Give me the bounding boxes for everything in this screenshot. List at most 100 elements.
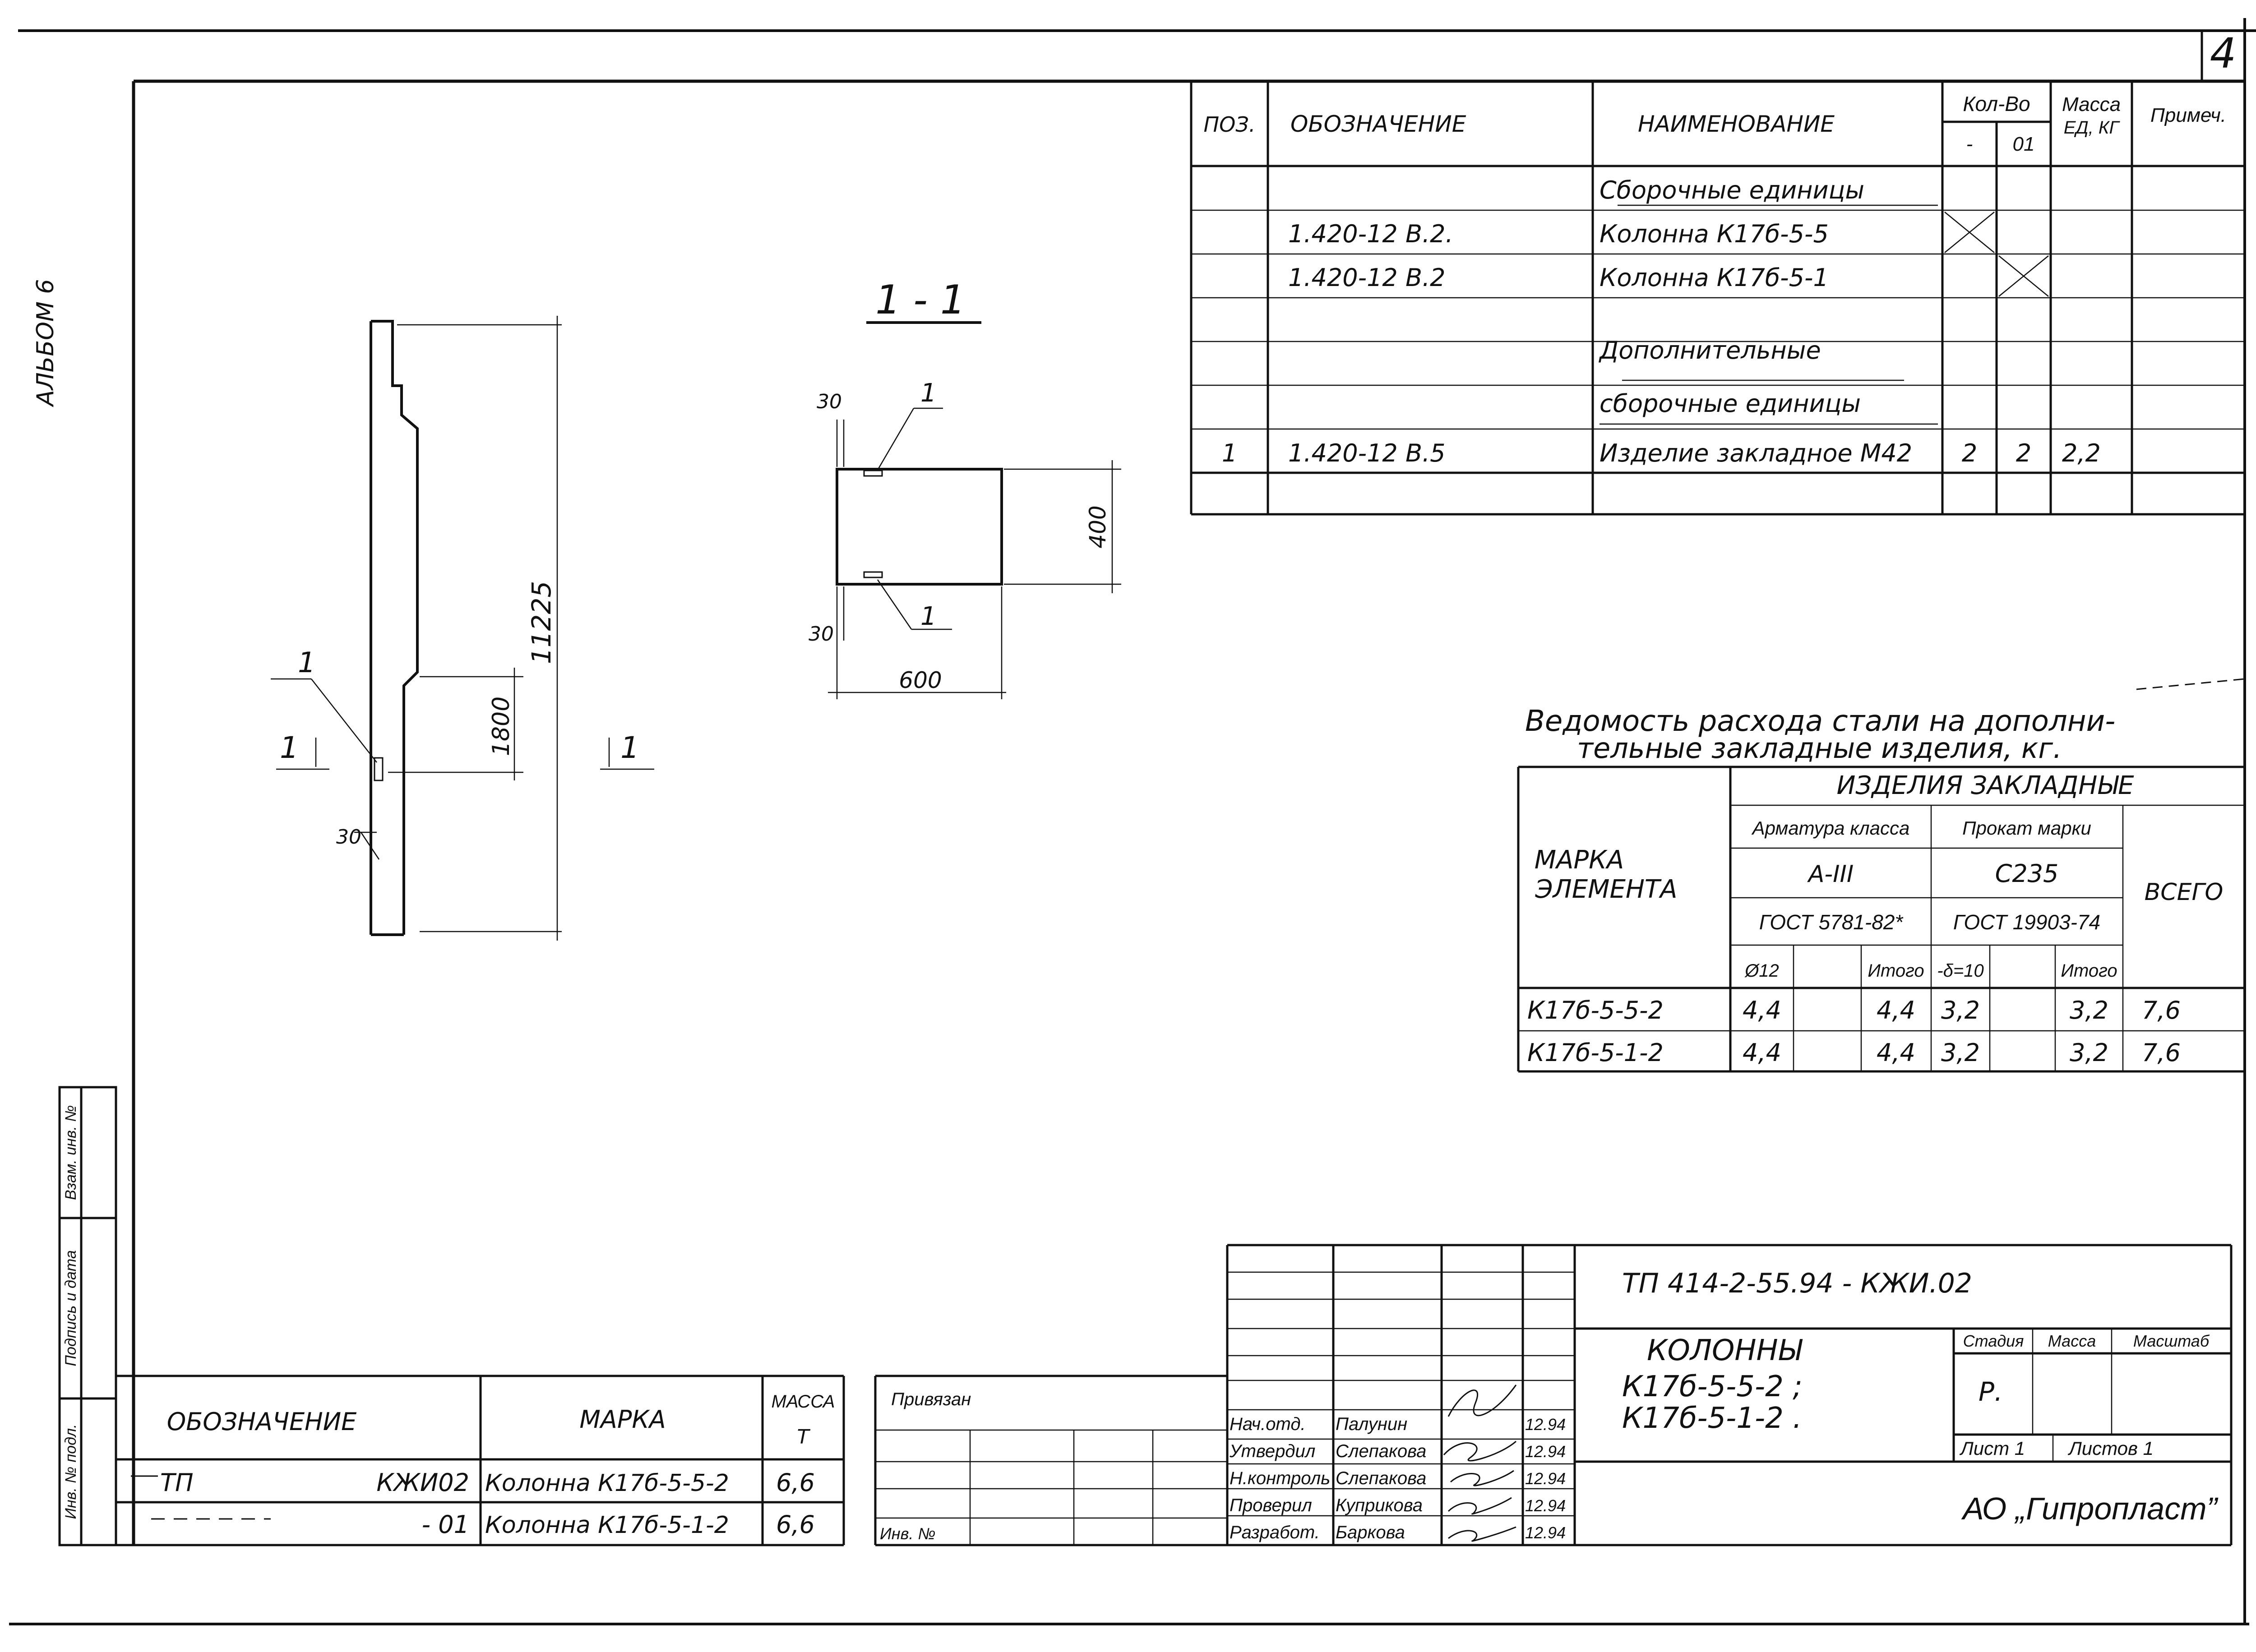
spec-header-note: Примеч. — [2150, 104, 2226, 126]
steel-row-value: 3,2 — [2070, 996, 2108, 1024]
signature-name: Палунин — [1336, 1414, 1407, 1434]
spec-header-mass-unit: ЕД, КГ — [2064, 118, 2121, 138]
section-height-dim: 400 — [1085, 505, 1111, 548]
spec-table: ПОЗ. ОБОЗНАЧЕНИЕ НАИМЕНОВАНИЕ Кол-Во - 0… — [1190, 81, 2245, 516]
spec-header-qty-b: 01 — [2013, 133, 2035, 155]
bottom-designation-b: КЖИ02 — [376, 1468, 469, 1497]
spec-cell-designation: 1.420-12 В.2 — [1288, 263, 1446, 292]
steel-row-value: 7,6 — [2142, 1038, 2181, 1067]
steel-rolled-grade: С235 — [1995, 859, 2059, 888]
steel-rebar-grade: А-III — [1807, 861, 1854, 888]
signature-name: Слепакова — [1336, 1468, 1426, 1488]
steel-total-header: ВСЕГО — [2145, 879, 2224, 906]
binding-inv: Инв. № — [880, 1524, 935, 1543]
steel-rebar-gost: ГОСТ 5781-82* — [1759, 910, 1904, 934]
spec-cell-name: Колонна К17б-5-5 — [1600, 220, 1829, 248]
album-label: АЛЬБОМ 6 — [32, 279, 59, 407]
steel-rebar-class: Арматура класса — [1751, 817, 1910, 839]
stamp-vzam-inv: Взам. инв. № — [62, 1105, 79, 1200]
steel-row-mark: К17б-5-5-2 — [1527, 996, 1664, 1024]
signature-role: Проверил — [1230, 1495, 1312, 1515]
section-label-bottom: 1 — [920, 602, 937, 631]
column-elevation: 1 1 1 11225 1800 30 — [271, 316, 654, 941]
section-bottom-offset: 30 — [809, 623, 834, 646]
steel-rolled-mark: Прокат марки — [1962, 817, 2091, 839]
steel-subheaders: Ø12 Итого -δ=10 Итого — [1744, 961, 2117, 981]
signature-date: 12.94 — [1525, 1523, 1566, 1542]
title-name-1: КОЛОННЫ — [1647, 1334, 1803, 1367]
left-stamp: Инв. № подл. Подпись и дата Взам. инв. № — [58, 1086, 117, 1546]
bottom-mark: Колонна К17б-5-5-2 — [485, 1470, 729, 1497]
section-width-dim: 600 — [899, 667, 942, 693]
steel-row-value: 3,2 — [1941, 996, 1980, 1024]
mass-header: Масса — [2048, 1332, 2096, 1350]
signature-role: Н.контроль — [1230, 1468, 1330, 1488]
steel-mark-header-2: ЭЛЕМЕНТА — [1535, 875, 1678, 904]
steel-row-value: 4,4 — [1877, 1038, 1915, 1067]
spec-cell-name: Колонна К17б-5-1 — [1600, 263, 1829, 292]
stamp-inv-podl: Инв. № подл. — [62, 1424, 79, 1519]
steel-title-line1: Ведомость расхода стали на дополни- — [1525, 705, 2115, 738]
title-name-3: К17б-5-1-2 . — [1622, 1402, 1802, 1435]
company-name: АО „Гипропласт” — [1961, 1491, 2219, 1526]
spec-header-mass: Масса — [2062, 93, 2121, 115]
steel-row-value: 7,6 — [2142, 996, 2181, 1024]
steel-mark-header-1: МАРКА — [1535, 845, 1624, 875]
steel-group-header: ИЗДЕЛИЯ ЗАКЛАДНЫЕ — [1836, 771, 2134, 800]
section-1-1: 1 - 1 1 1 30 30 600 400 — [809, 277, 1121, 699]
steel-row-value: 3,2 — [2070, 1038, 2108, 1067]
spec-header-qty: Кол-Во — [1963, 92, 2030, 115]
section-top-offset: 30 — [817, 390, 842, 413]
bottom-mark: Колонна К17б-5-1-2 — [485, 1512, 729, 1539]
steel-row-value: 4,4 — [1743, 1038, 1781, 1067]
signature-date: 12.94 — [1525, 1442, 1566, 1461]
spec-cell-name: Сборочные единицы — [1600, 176, 1864, 204]
steel-row-mark: К17б-5-1-2 — [1527, 1038, 1664, 1067]
bottom-designation-b: - 01 — [422, 1510, 469, 1539]
signature-name: Баркова — [1336, 1523, 1405, 1542]
sheet-label: Лист 1 — [1959, 1438, 2025, 1459]
stamp-signature-date: Подпись и дата — [62, 1250, 79, 1366]
spec-cell-designation: 1.420-12 В.5 — [1288, 439, 1446, 467]
spec-cell-name: Дополнительные — [1599, 336, 1821, 365]
steel-row-value: 4,4 — [1877, 996, 1915, 1024]
scale-header: Масштаб — [2133, 1332, 2210, 1350]
steel-title-line2: тельные закладные изделия, кг. — [1577, 732, 2062, 765]
spec-header-designation: ОБОЗНАЧЕНИЕ — [1290, 111, 1466, 137]
signature-name: Куприкова — [1336, 1495, 1423, 1515]
bottom-header-mark: МАРКА — [579, 1405, 666, 1434]
steel-row-value: 3,2 — [1941, 1038, 1980, 1067]
steel-subheader: Итого — [2061, 961, 2117, 981]
steel-subheader: -δ=10 — [1937, 961, 1983, 981]
spec-header-pos: ПОЗ. — [1204, 112, 1256, 137]
section-label-top: 1 — [920, 378, 937, 408]
signature-role: Нач.отд. — [1230, 1414, 1306, 1434]
section-title: 1 - 1 — [875, 277, 966, 323]
signature-role: Разработ. — [1230, 1523, 1320, 1542]
stage-header: Стадия — [1963, 1332, 2024, 1350]
binding-label: Привязан — [891, 1389, 971, 1409]
steel-subheader: Итого — [1868, 961, 1924, 981]
section-mark-right: 1 — [620, 730, 639, 765]
column-embed-dim: 1800 — [488, 697, 515, 756]
bottom-designation-a: ТП — [160, 1468, 194, 1497]
spec-cell-name: сборочные единицы — [1600, 389, 1861, 418]
bottom-header-designation: ОБОЗНАЧЕНИЕ — [167, 1407, 357, 1436]
document-code: ТП 414-2-55.94 - КЖИ.02 — [1622, 1268, 1972, 1299]
handwritten-signatures — [1443, 1384, 1517, 1542]
spec-header-qty-a: - — [1966, 133, 1973, 155]
steel-subheader: Ø12 — [1744, 961, 1779, 981]
steel-rolled-gost: ГОСТ 19903-74 — [1953, 910, 2100, 934]
sheets-label: Листов 1 — [2067, 1438, 2154, 1459]
spec-cell-name: Изделие закладное М42 — [1600, 439, 1912, 467]
steel-row-value: 4,4 — [1743, 996, 1781, 1024]
bottom-header-mass: МАССА — [772, 1392, 835, 1412]
column-height-dim: 11225 — [526, 581, 557, 664]
spec-cell-pos: 1 — [1222, 439, 1237, 467]
bottom-header-mass-unit: Т — [797, 1426, 811, 1449]
spec-cell-qty-b: 2 — [2016, 439, 2031, 467]
signature-date: 12.94 — [1525, 1415, 1566, 1434]
